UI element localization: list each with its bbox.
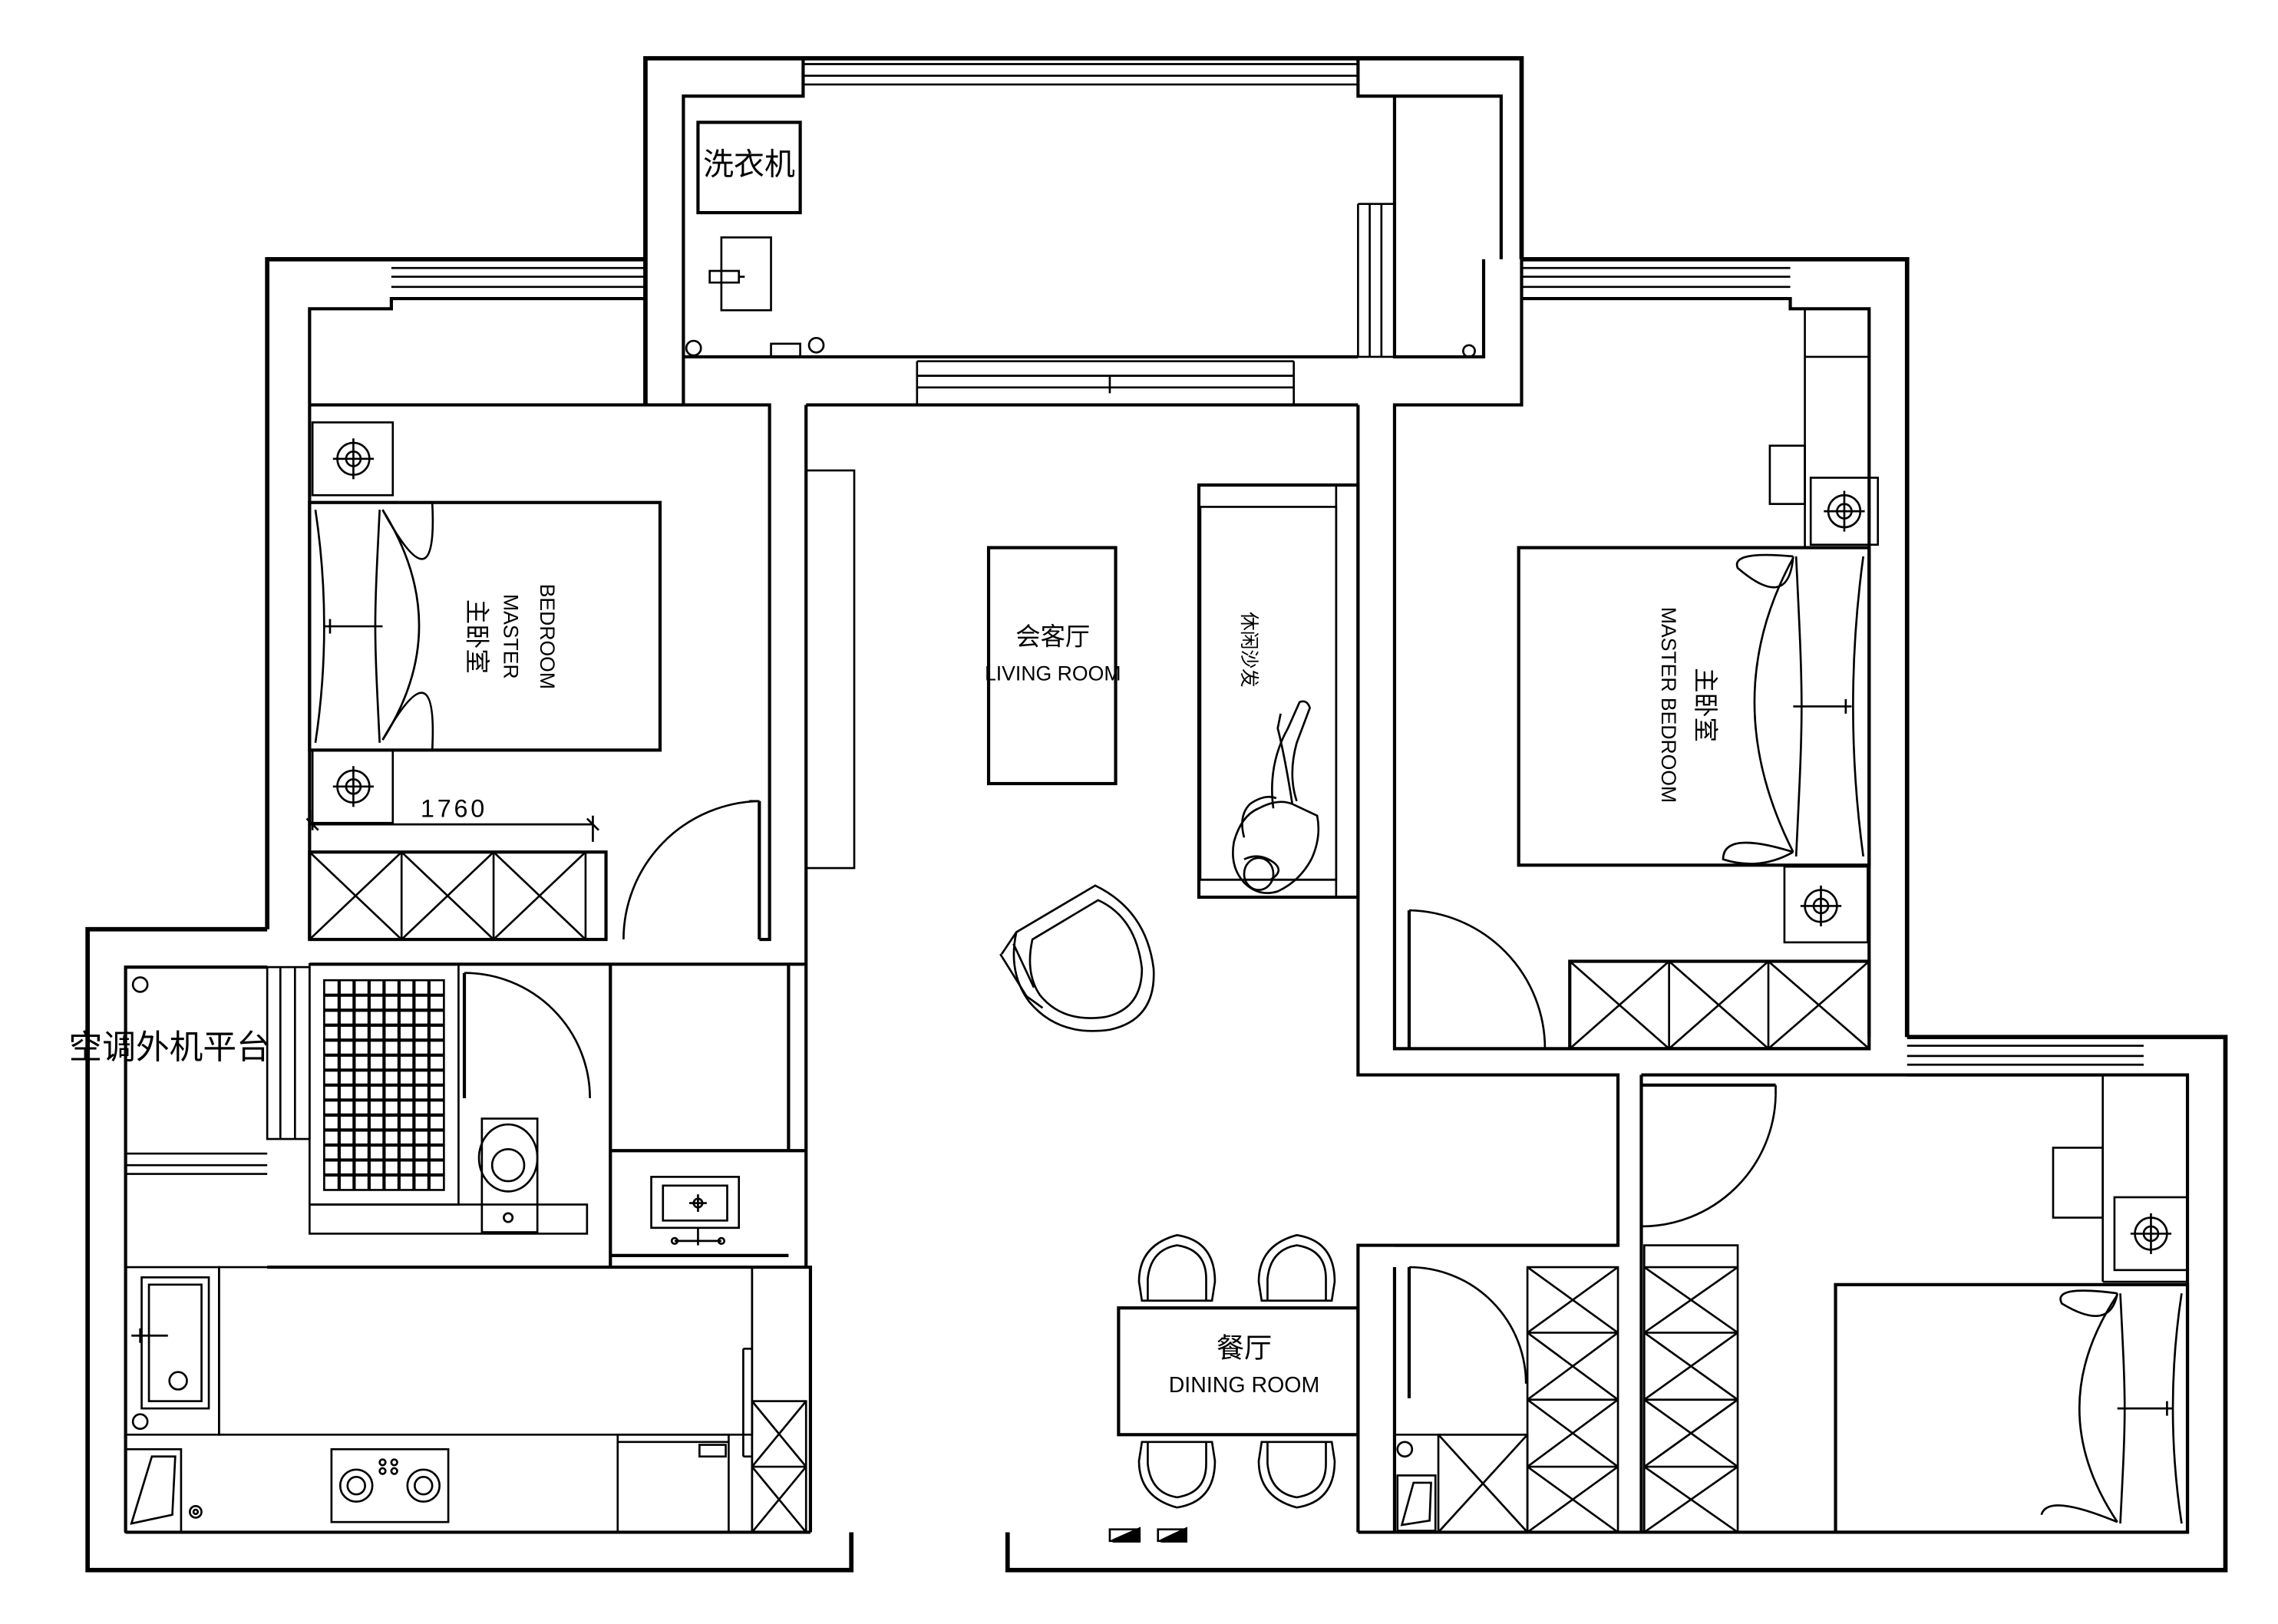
- balcony-fixtures: [685, 120, 1476, 358]
- wardrobe-right: [1568, 959, 1871, 1051]
- label-living-cn: 会客厅: [1015, 623, 1090, 651]
- fridge: [616, 1433, 730, 1533]
- label-dining-cn: 餐厅: [1217, 1332, 1272, 1364]
- dining-chair: [1257, 1233, 1336, 1302]
- exterior-walls: [85, 56, 2228, 1573]
- label-ac-platform: 空调外机平台: [68, 1029, 269, 1067]
- doors: [462, 800, 1777, 1398]
- dining-chair: [1257, 1441, 1336, 1509]
- bathroom: [309, 962, 741, 1246]
- small-bath-closet: [1396, 1244, 1739, 1533]
- kitchen-cabinet: [751, 1400, 807, 1533]
- living-room: [804, 469, 1360, 1032]
- interior-walls: [267, 96, 2188, 1533]
- bath-sink: [650, 1176, 741, 1230]
- kitchen: [124, 976, 807, 1533]
- closet-center: [1526, 1266, 1619, 1533]
- bed-small: [1834, 1282, 2190, 1534]
- label-living-en: LIVING ROOM: [985, 662, 1121, 685]
- label-bedroom-left-en2: BEDROOM: [536, 584, 559, 689]
- bed-right: [1517, 546, 1871, 867]
- bed-left: [308, 500, 662, 752]
- gas-stove: [330, 1447, 450, 1523]
- dining-chair: [1137, 1441, 1217, 1509]
- closet-bottom: [1437, 1433, 1529, 1533]
- label-bedroom-left-en1: MASTER: [499, 594, 522, 679]
- label-bedroom-right-cn: 主卧室: [1692, 668, 1719, 742]
- label-dimension: 1760: [421, 795, 487, 823]
- label-bedroom-left-cn: 主卧室: [464, 599, 491, 674]
- coffee-table: [986, 546, 1118, 786]
- label-dining-en: DINING ROOM: [1169, 1373, 1320, 1398]
- label-bedroom-right-en: MASTER BEDROOM: [1657, 607, 1680, 803]
- dining-chair: [1137, 1233, 1217, 1302]
- dining-table: [1117, 1306, 1360, 1437]
- dining-area: [1108, 1233, 1360, 1543]
- closet-small-bedroom: [1642, 1244, 1739, 1533]
- labels: 洗衣机 空调外机平台 主卧室 MASTER BEDROOM 1760 会客厅 L…: [68, 148, 1718, 1398]
- sofa: [1197, 483, 1360, 899]
- left-bedroom: [305, 421, 662, 942]
- tv-cabinet: [804, 469, 856, 870]
- washing-machine: [696, 120, 802, 215]
- windows: [125, 63, 2144, 1175]
- kitchen-sink: [140, 1276, 210, 1410]
- label-sofa: 休闲沙发: [1238, 612, 1260, 688]
- toilet: [480, 1117, 539, 1233]
- right-bedroom: [1517, 444, 1880, 1051]
- armchair: [999, 884, 1155, 1032]
- label-washer: 洗衣机: [703, 148, 795, 182]
- wardrobe-left: [308, 850, 608, 942]
- small-bedroom: [1834, 1147, 2190, 1534]
